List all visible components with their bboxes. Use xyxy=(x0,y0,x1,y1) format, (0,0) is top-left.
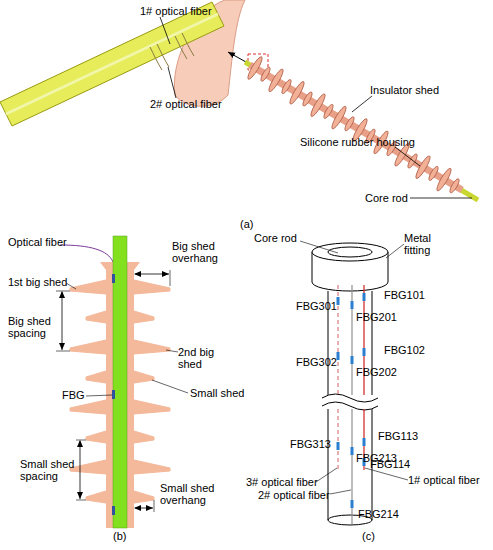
part-label: FBG313 xyxy=(290,438,331,450)
part-label: Optical fiber xyxy=(8,236,67,248)
part-label: FBG114 xyxy=(370,458,410,470)
composite-insulator xyxy=(245,55,478,200)
part-label: FBG214 xyxy=(358,508,399,520)
part-label: 3# optical fiber xyxy=(246,476,318,488)
part-label: FBG101 xyxy=(384,289,425,301)
part-label: FBG302 xyxy=(296,356,337,368)
part-label: Core rod xyxy=(254,232,297,244)
part-label: Big shed spacing xyxy=(8,315,56,339)
part-label: (b) xyxy=(113,530,126,542)
part-label: Small shed spacing xyxy=(20,458,76,482)
part-label: FBG301 xyxy=(296,300,337,312)
part-label: Small shed xyxy=(190,387,244,399)
part-label: Silicone rubber housing xyxy=(300,136,415,148)
part-label: 1# optical fiber xyxy=(408,474,480,486)
part-label: Metal fitting xyxy=(404,232,454,256)
part-label: 1st big shed xyxy=(8,276,67,288)
part-label: (c) xyxy=(362,530,375,542)
part-label: FBG202 xyxy=(356,366,397,378)
part-label: Small shed overhang xyxy=(160,482,226,506)
part-label: 2nd big shed xyxy=(178,346,228,370)
part-label: (a) xyxy=(240,218,253,230)
part-label: FBG102 xyxy=(384,344,425,356)
part-label: FBG xyxy=(62,389,85,401)
part-label: FBG113 xyxy=(378,430,418,442)
part-label: 2# optical fiber xyxy=(258,489,330,501)
zoom-inset xyxy=(0,0,268,126)
part-label: Big shed overhang xyxy=(172,240,234,264)
part-label: FBG201 xyxy=(356,311,397,323)
part-label: Core rod xyxy=(365,192,408,204)
part-label: 2# optical fiber xyxy=(150,98,222,110)
part-label: 1# optical fiber xyxy=(140,5,212,17)
part-label: Insulator shed xyxy=(370,84,439,96)
